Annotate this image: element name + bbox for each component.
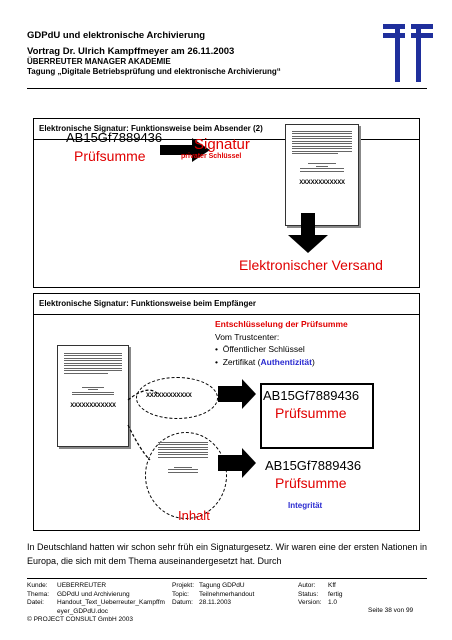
decrypted-checksum-label: Prüfsumme bbox=[275, 405, 347, 421]
footer-topic: Teilnehmerhandout bbox=[199, 590, 255, 598]
company-logo-icon bbox=[383, 24, 433, 82]
header-rule bbox=[27, 88, 427, 89]
footer-topic-label: Topic: bbox=[172, 590, 189, 598]
electronic-dispatch-label: Elektronischer Versand bbox=[239, 257, 383, 273]
footer-copyright: © PROJECT CONSULT GmbH 2003 bbox=[27, 616, 133, 623]
content-label: Inhalt bbox=[178, 508, 210, 523]
decryption-title: Entschlüsselung der Prüfsumme bbox=[215, 319, 348, 329]
footer-autor: Kff bbox=[328, 582, 336, 589]
integrity-label: Integrität bbox=[288, 501, 323, 510]
certificate-suffix: ) bbox=[311, 356, 315, 367]
footer-status: fertig bbox=[328, 590, 343, 598]
footer-projekt: Tagung GDPdU bbox=[199, 582, 245, 589]
document-signature-code: XXXXXXXXXXXX bbox=[299, 179, 345, 186]
footer-kunde-label: Kunde: bbox=[27, 582, 48, 589]
decrypted-checksum-code: AB15Gf7889436 bbox=[263, 388, 360, 403]
private-key-label: privater Schlüssel bbox=[181, 153, 242, 160]
footer-datum: 28.11.2003 bbox=[199, 599, 232, 606]
received-document: XXXXXXXXXXXX bbox=[57, 345, 129, 447]
slide-title-rule-2 bbox=[34, 314, 419, 315]
arrow-down-icon bbox=[288, 213, 328, 253]
slide-title-rule bbox=[34, 139, 419, 140]
content-ellipse bbox=[145, 432, 227, 519]
received-signature-code: XXXXXXXXXXXX bbox=[70, 403, 116, 409]
checksum-ellipse bbox=[136, 377, 218, 419]
footer-left: Kunde: UEBERREUTER Thema: GDPdU und Archiv… bbox=[27, 582, 167, 625]
public-key-label: Öffentlicher Schlüssel bbox=[222, 344, 305, 354]
footer-right: Autor: Kff Status: fertig Version: 1.0 bbox=[298, 582, 342, 608]
trustcenter-label: Vom Trustcenter: bbox=[215, 331, 280, 342]
footer-thema: GDPdU und Archivierung bbox=[57, 590, 130, 598]
ellipse-signature-code: XXXXXXXXXXXX bbox=[146, 393, 192, 399]
slide-receiver-title: Elektronische Signatur: Funktionsweise b… bbox=[39, 299, 256, 308]
certificate-prefix: Zertifikat ( bbox=[222, 356, 261, 367]
slide-sender-title: Elektronische Signatur: Funktionsweise b… bbox=[39, 124, 263, 133]
header-organizer: ÜBERREUTER MANAGER AKADEMIE bbox=[27, 57, 171, 66]
footer-datei-label: Datei: bbox=[27, 599, 44, 606]
checksum-label: Prüfsumme bbox=[74, 148, 146, 164]
footer-middle: Projekt: Tagung GDPdU Topic: Teilnehmerhan… bbox=[172, 582, 254, 608]
public-key-item: • Öffentlicher Schlüssel bbox=[215, 344, 305, 354]
footer-version-label: Version: bbox=[298, 599, 322, 606]
footer-datum-label: Datum: bbox=[172, 599, 193, 606]
signed-document: XXXXXXXXXXXX bbox=[285, 124, 359, 226]
footer-kunde: UEBERREUTER bbox=[57, 582, 107, 589]
footer-version: 1.0 bbox=[328, 599, 338, 606]
signature-label: Signatur bbox=[194, 136, 250, 153]
footer-thema-label: Thema: bbox=[27, 590, 50, 598]
header-subtitle: Vortrag Dr. Ulrich Kampffmeyer am 26.11.… bbox=[27, 46, 235, 57]
footer-datei: Handout_Text_Ueberreuter_Kampffmeyer_GDP… bbox=[57, 599, 165, 615]
computed-checksum-label: Prüfsumme bbox=[275, 475, 347, 491]
arrow-right-icon bbox=[160, 138, 210, 162]
footer-projekt-label: Projekt: bbox=[172, 582, 195, 589]
footer-rule bbox=[27, 578, 427, 579]
header-event: Tagung „Digitale Betriebsprüfung und ele… bbox=[27, 67, 281, 76]
decryption-box: Entschlüsselung der Prüfsumme Vom Trustc… bbox=[215, 318, 370, 368]
certificate-item: • Zertifikat (Authentizität) bbox=[215, 356, 315, 367]
body-paragraph: In Deutschland hatten wir schon sehr frü… bbox=[27, 542, 427, 566]
footer-autor-label: Autor: bbox=[298, 582, 316, 589]
authenticity-label: Authentizität bbox=[260, 356, 312, 367]
content-lines bbox=[152, 440, 214, 500]
footer-page-number: Seite 38 von 99 bbox=[368, 607, 414, 614]
computed-checksum-code: AB15Gf7889436 bbox=[265, 458, 362, 473]
checksum-code: AB15Gf7889436 bbox=[66, 130, 163, 145]
footer-status-label: Status: bbox=[298, 590, 319, 598]
decrypted-checksum-box bbox=[260, 383, 374, 449]
header-title: GDPdU und elektronische Archivierung bbox=[27, 30, 206, 41]
